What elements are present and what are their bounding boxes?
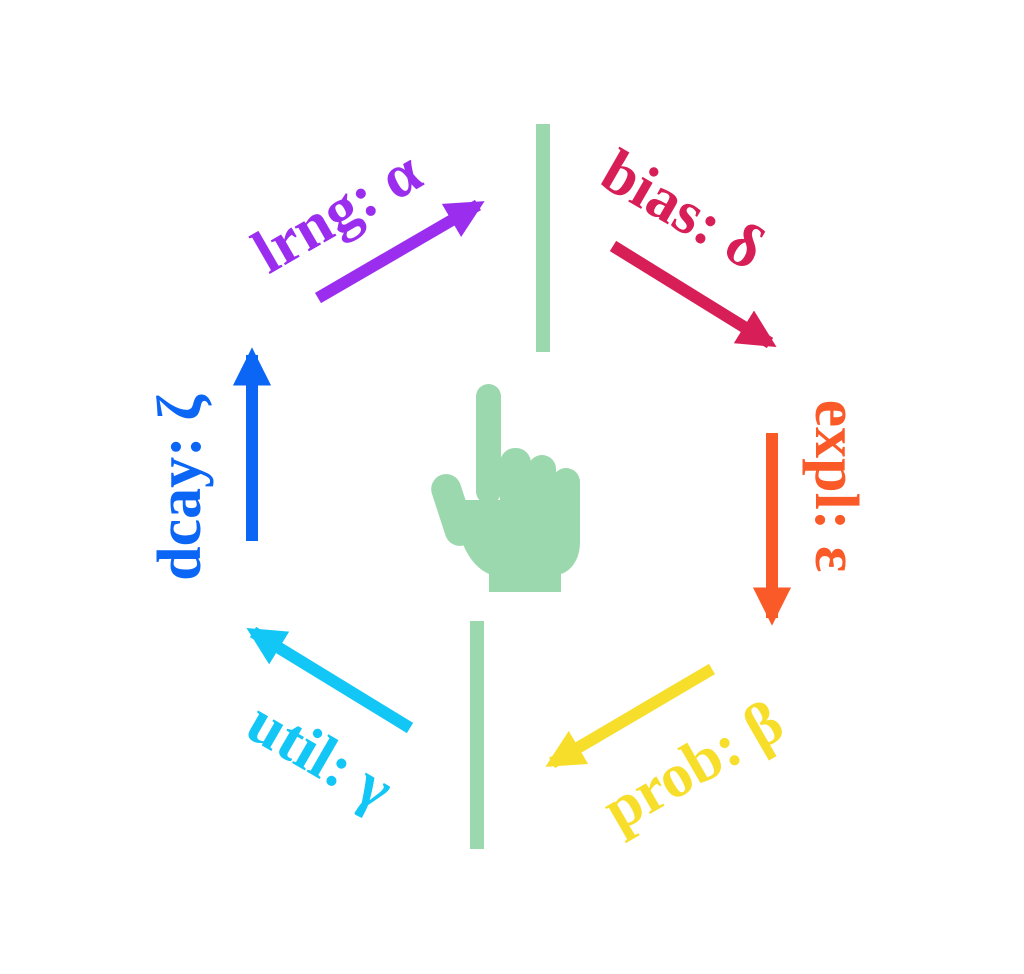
- arrow-prob: [545, 663, 716, 769]
- pointing-hand-icon: [431, 384, 580, 592]
- arrow-lrng: [314, 199, 485, 304]
- arrow-bias: [609, 240, 777, 349]
- label-prob: prob: β: [591, 688, 794, 844]
- label-expl: expl: ε: [802, 400, 870, 573]
- label-lrng: lrng: α: [242, 137, 433, 286]
- label-bias: bias: δ: [590, 137, 776, 283]
- arrow-util: [246, 626, 414, 734]
- label-dcay: dcay: ζ: [146, 394, 214, 581]
